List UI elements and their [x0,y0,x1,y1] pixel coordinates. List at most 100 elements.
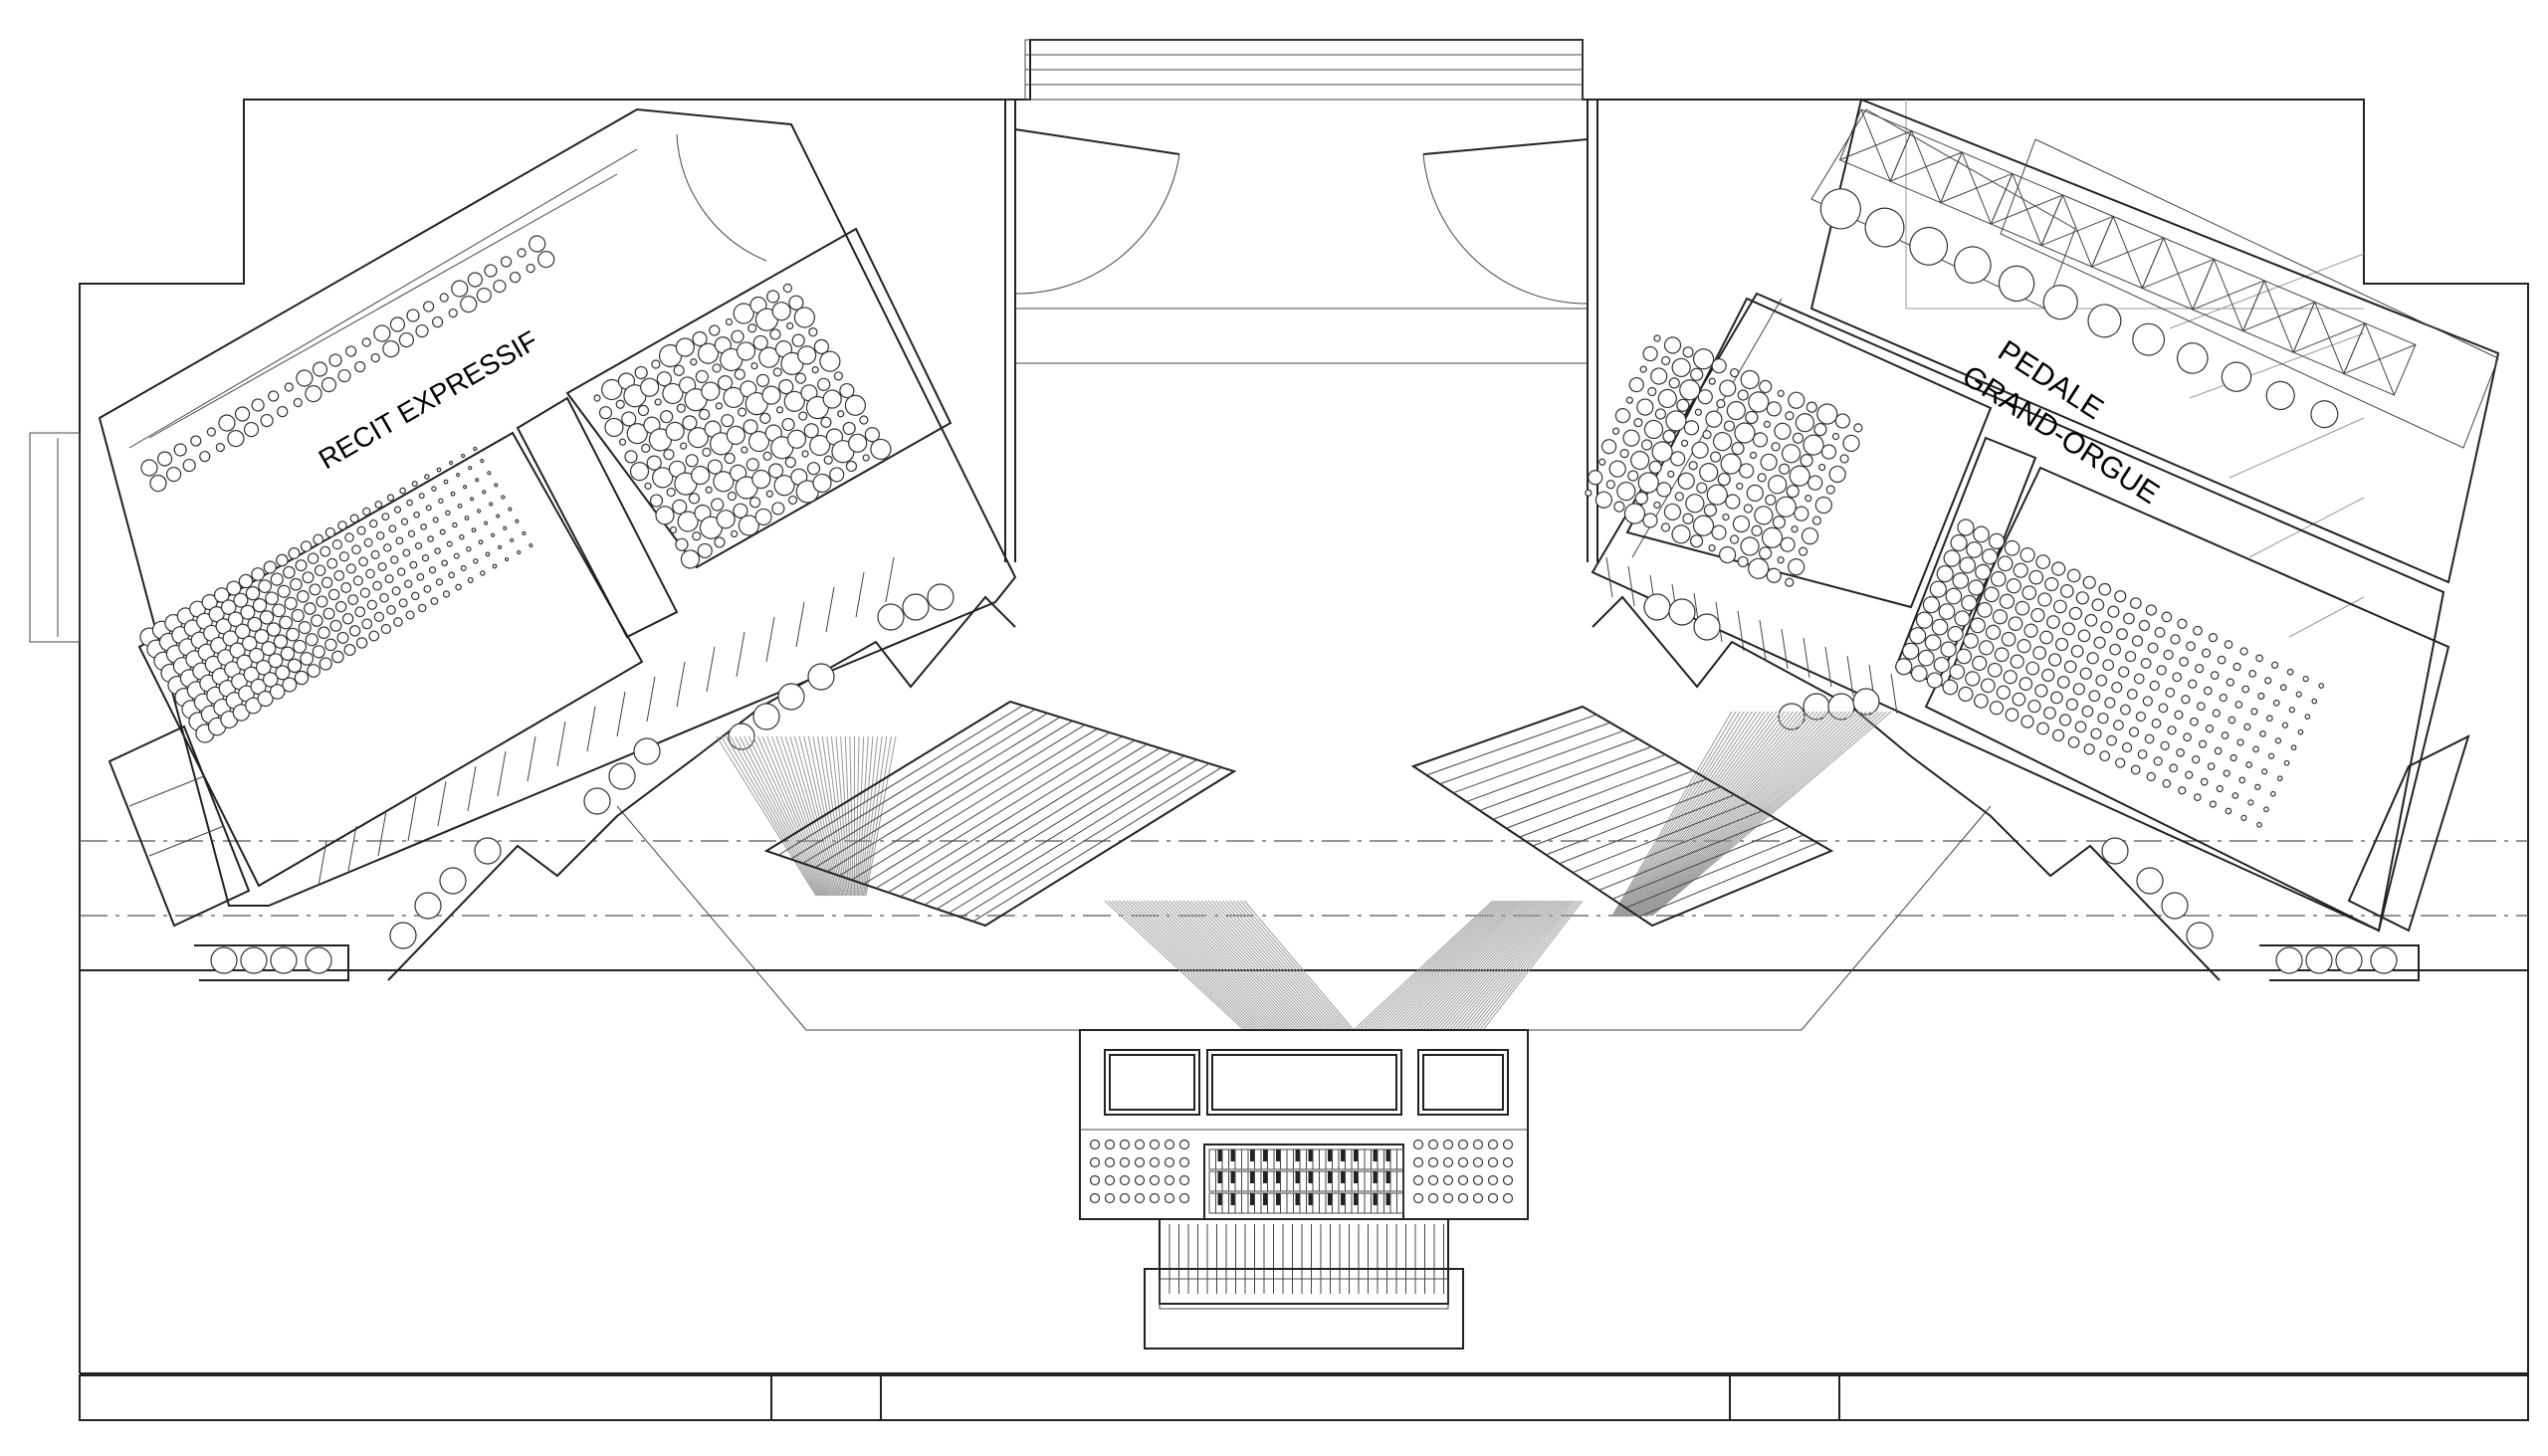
pipe [2090,728,2102,739]
pipe [383,543,392,552]
pipe [456,473,461,478]
pipe [833,371,843,381]
black-key [1373,1171,1378,1183]
pipe [2230,753,2237,762]
pipe [1743,504,1753,514]
pipe [1594,491,1612,509]
pipe [2302,676,2309,683]
pipe [443,479,449,485]
reed [765,616,775,663]
pipe [2116,628,2128,640]
pipe [259,610,275,625]
pipe [1990,570,2007,587]
pipe [1956,648,1973,665]
pipe [2021,585,2037,600]
pipe [372,580,382,591]
pipe [345,563,356,574]
pipe [370,352,380,363]
pipe [629,462,650,482]
pipe [1653,334,1661,342]
reed [1627,565,1635,607]
pipe [1966,541,1983,558]
pipe [2147,642,2159,654]
pipe [2107,605,2120,618]
key [1364,1192,1372,1214]
left-windchest [763,700,1237,928]
black-key [1385,1149,1390,1161]
pipe [870,438,892,461]
key [1396,1170,1404,1192]
pipe [1731,441,1745,456]
pipe [808,327,818,337]
pipe [1975,563,1992,580]
key [1234,1148,1242,1170]
pipe [1696,482,1708,494]
stop-knob [1412,1174,1424,1186]
facade-pipe [927,583,955,611]
pipe [1752,432,1769,448]
pipe [363,537,373,547]
pipe [2167,726,2177,735]
pipe [2263,806,2269,813]
pipe [1759,546,1773,560]
stop-knob [1104,1139,1116,1150]
pipe [1608,460,1626,478]
pedale-pipe [2310,400,2339,429]
pipe [348,625,361,637]
pipe [313,533,324,545]
pipe [288,546,301,559]
black-key [1263,1149,1267,1161]
pipe [2252,745,2259,753]
pipe [334,600,347,613]
pipe [2234,701,2243,709]
pipe [1662,429,1676,443]
pipe [503,525,508,530]
pipe [455,583,462,591]
pipe [1820,444,1837,460]
pipe [2151,719,2162,728]
pipe [366,599,377,610]
stop-knob [1119,1174,1131,1186]
stop-knob [1487,1139,1499,1150]
pipe [2145,604,2157,616]
pipe [320,576,333,589]
pipe [480,459,485,464]
pipe [649,494,664,508]
pipe [1640,439,1653,451]
pipe [370,549,380,559]
pipe [1853,423,1863,433]
facade-pipe [1693,613,1721,641]
stop-knob [1119,1156,1131,1168]
key [1280,1148,1288,1170]
pipe [2238,776,2246,784]
pipe [1725,494,1741,510]
pipe [395,536,404,545]
pipe [1710,451,1722,463]
stop-knob [1134,1156,1146,1168]
pipe [2247,799,2254,806]
pipe [2208,633,2219,643]
key [1312,1148,1320,1170]
pipe [2083,743,2095,755]
facade-pipe [633,737,661,765]
stop-knob [1104,1192,1116,1204]
pipe [494,483,499,488]
facade-pipe [752,703,780,730]
pipe [2135,711,2147,723]
pipe [422,301,435,312]
pipe [1780,536,1796,552]
pipe [862,454,870,462]
pipe [1740,369,1760,390]
key [1234,1170,1242,1192]
key [1234,1192,1242,1214]
pipe [1663,336,1682,354]
black-key [1295,1171,1300,1183]
pipe [1754,506,1774,525]
pipe [406,499,413,507]
pipe [1766,401,1782,417]
pipe [165,466,182,483]
black-key [1328,1171,1332,1183]
key [1267,1170,1275,1192]
pipe [361,337,371,347]
pipe [2091,598,2105,612]
